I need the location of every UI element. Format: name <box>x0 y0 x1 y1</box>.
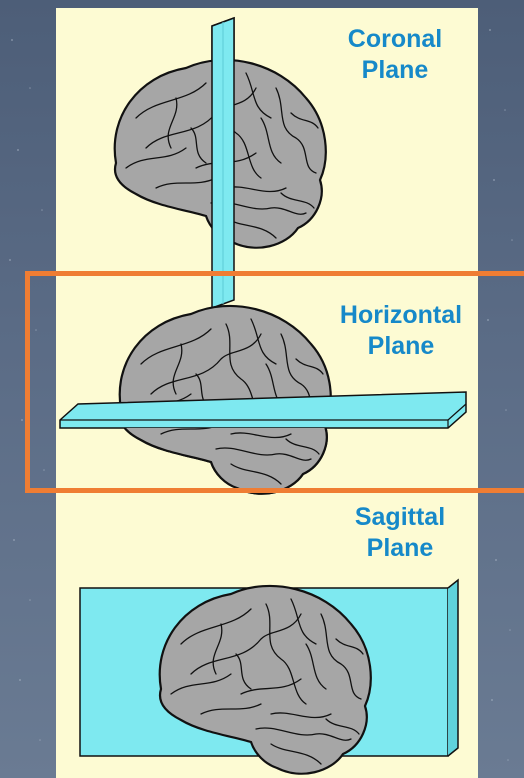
coronal-label-line2: Plane <box>361 56 429 84</box>
horizontal-figure <box>59 304 467 495</box>
horizontal-label-line2: Plane <box>367 332 435 360</box>
horizontal-label-line1: Horizontal <box>339 301 463 329</box>
sagittal-plane-label: Sagittal Plane <box>335 502 465 564</box>
coronal-figure <box>113 16 327 310</box>
coronal-plane-label: Coronal Plane <box>330 24 460 86</box>
sagittal-figure <box>79 578 459 775</box>
horizontal-highlight-box <box>25 271 524 493</box>
sagittal-label-line2: Plane <box>366 534 434 562</box>
brain-planes-figure <box>59 16 467 775</box>
coronal-label-line1: Coronal <box>347 25 443 53</box>
sagittal-label-line1: Sagittal <box>354 503 446 531</box>
horizontal-plane <box>59 391 467 429</box>
horizontal-plane-label: Horizontal Plane <box>320 300 482 362</box>
